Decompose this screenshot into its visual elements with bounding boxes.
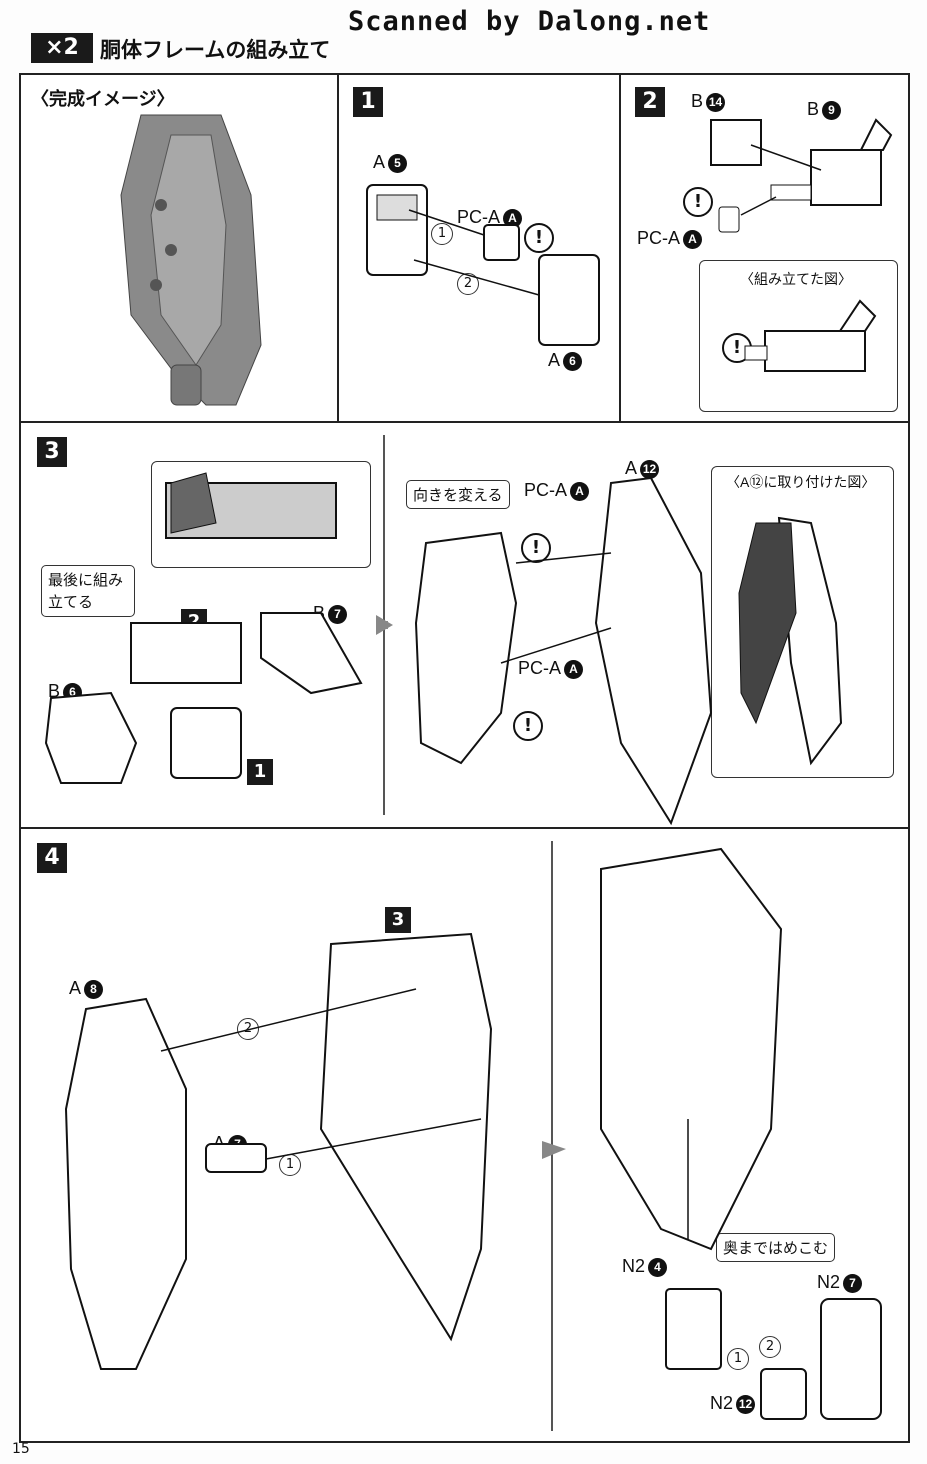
order-marker: 2 [759,1336,781,1358]
step3-drawing [44,472,843,826]
order-marker: 1 [431,223,453,245]
inset-label: 〈A⑫に取り付けた図〉 [726,474,876,490]
warning-icon: ! [513,711,543,741]
warning-icon: ! [683,187,713,217]
step2-assembled-drawing [744,299,877,372]
order-marker: 2 [457,273,479,295]
callout-change-direction: 向きを変える [406,480,510,509]
step4-divider [551,841,553,1431]
step1-number: 1 [353,87,383,117]
warning-icon: ! [524,223,554,253]
step4-drawing [64,847,882,1420]
subassembly-ref: 3 [385,907,411,933]
quantity-badge: ×2 [31,33,93,63]
step3-panel: 3 最後に組み立てる 向きを変える 2 1 B7 B6 PC-AA A12 PC… [19,421,910,829]
subassembly-ref: 1 [247,759,273,785]
order-marker: 1 [727,1348,749,1370]
page-number: 15 [12,1441,30,1457]
preview-image [120,114,262,406]
step1-drawing [366,184,600,346]
step2-drawing [710,118,893,233]
callout-assemble-last: 最後に組み立てる [41,565,135,617]
step2-inset: 〈組み立てた図〉 ! [699,260,898,412]
order-marker: 2 [237,1018,259,1040]
inset-label: 〈組み立てた図〉 [740,271,852,287]
step4-number: 4 [37,843,67,873]
page-title: 胴体フレームの組み立て [100,38,331,62]
warning-icon: ! [521,533,551,563]
order-marker: 1 [279,1154,301,1176]
step3-number: 3 [37,437,67,467]
preview-panel: 〈完成イメージ〉 [19,73,339,423]
scanner-watermark: Scanned by Dalong.net [348,6,711,37]
step2-number: 2 [635,87,665,117]
callout-push-in: 奥まではめこむ [716,1233,836,1262]
preview-label: 〈完成イメージ〉 [31,89,175,109]
